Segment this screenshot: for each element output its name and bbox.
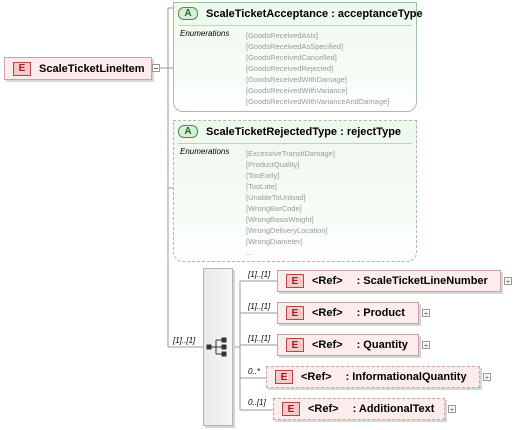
enumeration-value: [WrongDeliveryLocation] <box>246 226 328 235</box>
element-name: : Product <box>356 307 405 319</box>
divider <box>178 25 412 26</box>
enumeration-value: [ExcessiveTransitDamage] <box>246 149 335 158</box>
attribute-title: ScaleTicketRejectedType : rejectType <box>206 125 402 138</box>
enumerations-label: Enumerations <box>180 147 230 156</box>
enumeration-value: [WrongBasisWeight] <box>246 215 314 224</box>
element-badge: E <box>286 306 304 320</box>
attribute-scaleticketrejectedtype[interactable]: A ScaleTicketRejectedType : rejectType E… <box>173 120 417 262</box>
child-element-product[interactable]: E <Ref> : Product <box>277 302 419 324</box>
enumeration-value: ... <box>246 248 253 257</box>
child-element-informationalquantity[interactable]: E <Ref> : InformationalQuantity <box>266 366 480 388</box>
element-name: : Quantity <box>356 339 408 351</box>
attribute-badge: A <box>178 7 198 20</box>
ref-tag: <Ref> <box>312 275 343 287</box>
expand-icon[interactable]: + <box>422 309 430 318</box>
child-cardinality: [1]..[1] <box>248 270 271 279</box>
child-element-scaleticketlinenumber[interactable]: E <Ref> : ScaleTicketLineNumber <box>277 270 501 292</box>
element-name: : AdditionalText <box>352 403 435 415</box>
attribute-title: ScaleTicketAcceptance : acceptanceType <box>206 7 423 20</box>
enumeration-value: [GoodsReceivedWithVariance] <box>246 86 348 95</box>
attribute-badge: A <box>178 125 198 138</box>
child-cardinality: 0..* <box>248 367 261 376</box>
ref-tag: <Ref> <box>312 307 343 319</box>
enumeration-list: [ExcessiveTransitDamage] [ProductQuality… <box>246 148 335 258</box>
child-element-quantity[interactable]: E <Ref> : Quantity <box>277 334 419 356</box>
enumerations-label: Enumerations <box>180 29 230 38</box>
enumeration-value: [TooLate] <box>246 182 277 191</box>
enumeration-value: [GoodsReceivedWithVarianceAndDamage] <box>246 97 390 106</box>
enumeration-value: [WrongBarCode] <box>246 204 302 213</box>
enumeration-value: [WrongDiameter] <box>246 237 303 246</box>
sequence-compositor[interactable] <box>203 268 233 426</box>
enumeration-value: [GoodsReceivedCancelled] <box>246 53 337 62</box>
enumeration-value: [GoodsReceivedWithDamage] <box>246 75 347 84</box>
enumeration-value: [TooEarly] <box>246 171 280 180</box>
expand-icon[interactable]: + <box>448 405 456 414</box>
element-badge: E <box>275 370 293 384</box>
child-cardinality: 0..[1] <box>248 398 266 407</box>
element-badge: E <box>13 61 31 76</box>
expand-icon[interactable]: + <box>422 341 430 350</box>
element-badge: E <box>282 402 300 416</box>
child-cardinality: [1]..[1] <box>248 302 271 311</box>
expand-icon[interactable]: + <box>483 373 491 382</box>
collapse-toggle[interactable] <box>152 64 160 72</box>
child-cardinality: [1]..[1] <box>248 334 271 343</box>
enumeration-value: [ProductQuality] <box>246 160 300 169</box>
root-element[interactable]: E ScaleTicketLineItem <box>4 57 152 80</box>
expand-icon[interactable]: + <box>504 277 512 286</box>
element-name: : ScaleTicketLineNumber <box>356 275 488 287</box>
root-element-label: ScaleTicketLineItem <box>39 62 145 75</box>
enumeration-value: [UnableToUnload] <box>246 193 306 202</box>
enumeration-value: [GoodsReceivedRejected] <box>246 64 334 73</box>
enumeration-value: [GoodsReceivedAsSpecified] <box>246 42 344 51</box>
element-badge: E <box>286 338 304 352</box>
sequence-icon <box>206 337 227 357</box>
element-name: : InformationalQuantity <box>345 371 467 383</box>
ref-tag: <Ref> <box>301 371 332 383</box>
enumeration-list: [GoodsReceivedAsIs] [GoodsReceivedAsSpec… <box>246 30 389 107</box>
child-element-additionaltext[interactable]: E <Ref> : AdditionalText <box>273 398 445 420</box>
attribute-scaleticketacceptance[interactable]: A ScaleTicketAcceptance : acceptanceType… <box>173 2 423 112</box>
enumeration-value: [GoodsReceivedAsIs] <box>246 31 319 40</box>
ref-tag: <Ref> <box>308 403 339 415</box>
ref-tag: <Ref> <box>312 339 343 351</box>
element-badge: E <box>286 274 304 288</box>
sequence-cardinality: [1]..[1] <box>173 336 196 345</box>
divider <box>178 143 412 144</box>
